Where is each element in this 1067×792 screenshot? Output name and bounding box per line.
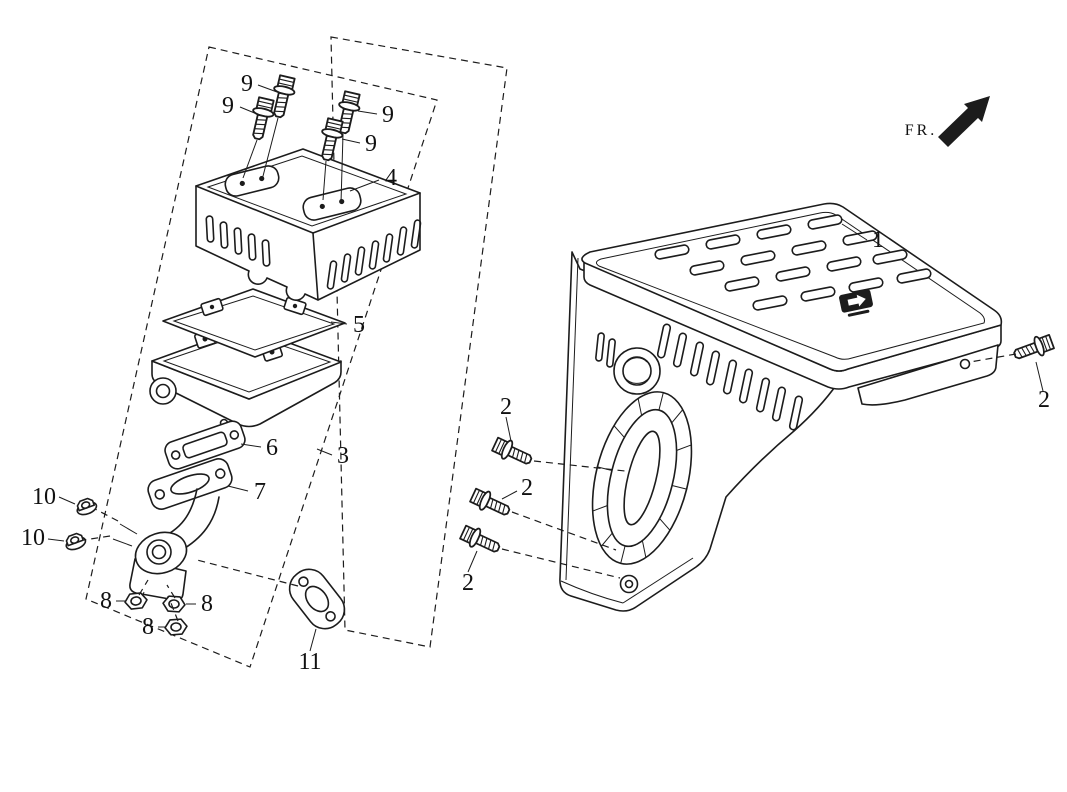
callout-2-c: 2	[521, 475, 533, 501]
insulator-spacer	[147, 458, 233, 510]
muffler-protector-cover	[581, 202, 1003, 406]
cover-pad-right	[302, 187, 362, 221]
flange-nut-upper	[73, 495, 99, 518]
callout-8-c: 8	[142, 614, 154, 640]
callout-2-a: 2	[1038, 387, 1050, 413]
fr-direction-label: FR.	[904, 122, 938, 139]
callout-4: 4	[385, 165, 397, 191]
gasket-lower	[288, 568, 346, 630]
callout-5: 5	[353, 312, 365, 338]
fr-direction-arrow-icon	[938, 96, 990, 147]
air-cleaner-cover	[195, 148, 422, 301]
callout-11: 11	[298, 649, 322, 675]
cover-louvers	[205, 215, 422, 290]
callout-2-b: 2	[500, 394, 512, 420]
air-filter-element	[162, 288, 346, 358]
gasket-upper	[164, 420, 246, 470]
bolt-2-right	[1010, 331, 1056, 366]
muffler-bracket	[559, 251, 839, 612]
flange-nut-lower	[62, 530, 88, 553]
callout-3: 3	[337, 443, 349, 469]
cover-louver-slots	[654, 214, 932, 311]
callout-8-b: 8	[201, 591, 213, 617]
hardware-alignment-lines	[83, 508, 299, 622]
bracket-vent-slots	[595, 323, 804, 431]
hex-nuts-8	[123, 591, 189, 637]
nut-8-bottom	[163, 617, 189, 637]
callout-6: 6	[266, 435, 278, 461]
bolt-2-middle	[467, 485, 514, 522]
brand-emblem-icon	[839, 289, 873, 317]
callout-9-a: 9	[241, 71, 253, 97]
callout-8-a: 8	[100, 588, 112, 614]
callout-2-d: 2	[462, 570, 474, 596]
bolt-9-b	[246, 95, 278, 142]
callout-9-d: 9	[365, 131, 377, 157]
callout-1: 1	[872, 227, 884, 253]
callout-10-b: 10	[21, 525, 45, 551]
callout-10-a: 10	[32, 484, 56, 510]
flange-nuts-10	[62, 495, 99, 553]
bracket-round-emboss	[613, 347, 661, 395]
bracket-teardrop-emboss	[591, 391, 693, 565]
bolt-2-upper	[489, 434, 536, 471]
bolt-2-lower	[457, 522, 504, 559]
callout-7: 7	[254, 479, 266, 505]
callout-9-b: 9	[222, 93, 234, 119]
callout-9-c: 9	[382, 102, 394, 128]
cover-pad-left	[224, 165, 280, 197]
assembly-boundary-boxes	[85, 36, 508, 668]
callout-leader-lines	[47, 84, 1044, 652]
bolt-alignment-lines	[501, 353, 1017, 579]
air-cleaner-group	[62, 73, 422, 637]
muffler-protector-group	[457, 202, 1056, 612]
bolt-9-alignment-lines	[242, 117, 344, 204]
